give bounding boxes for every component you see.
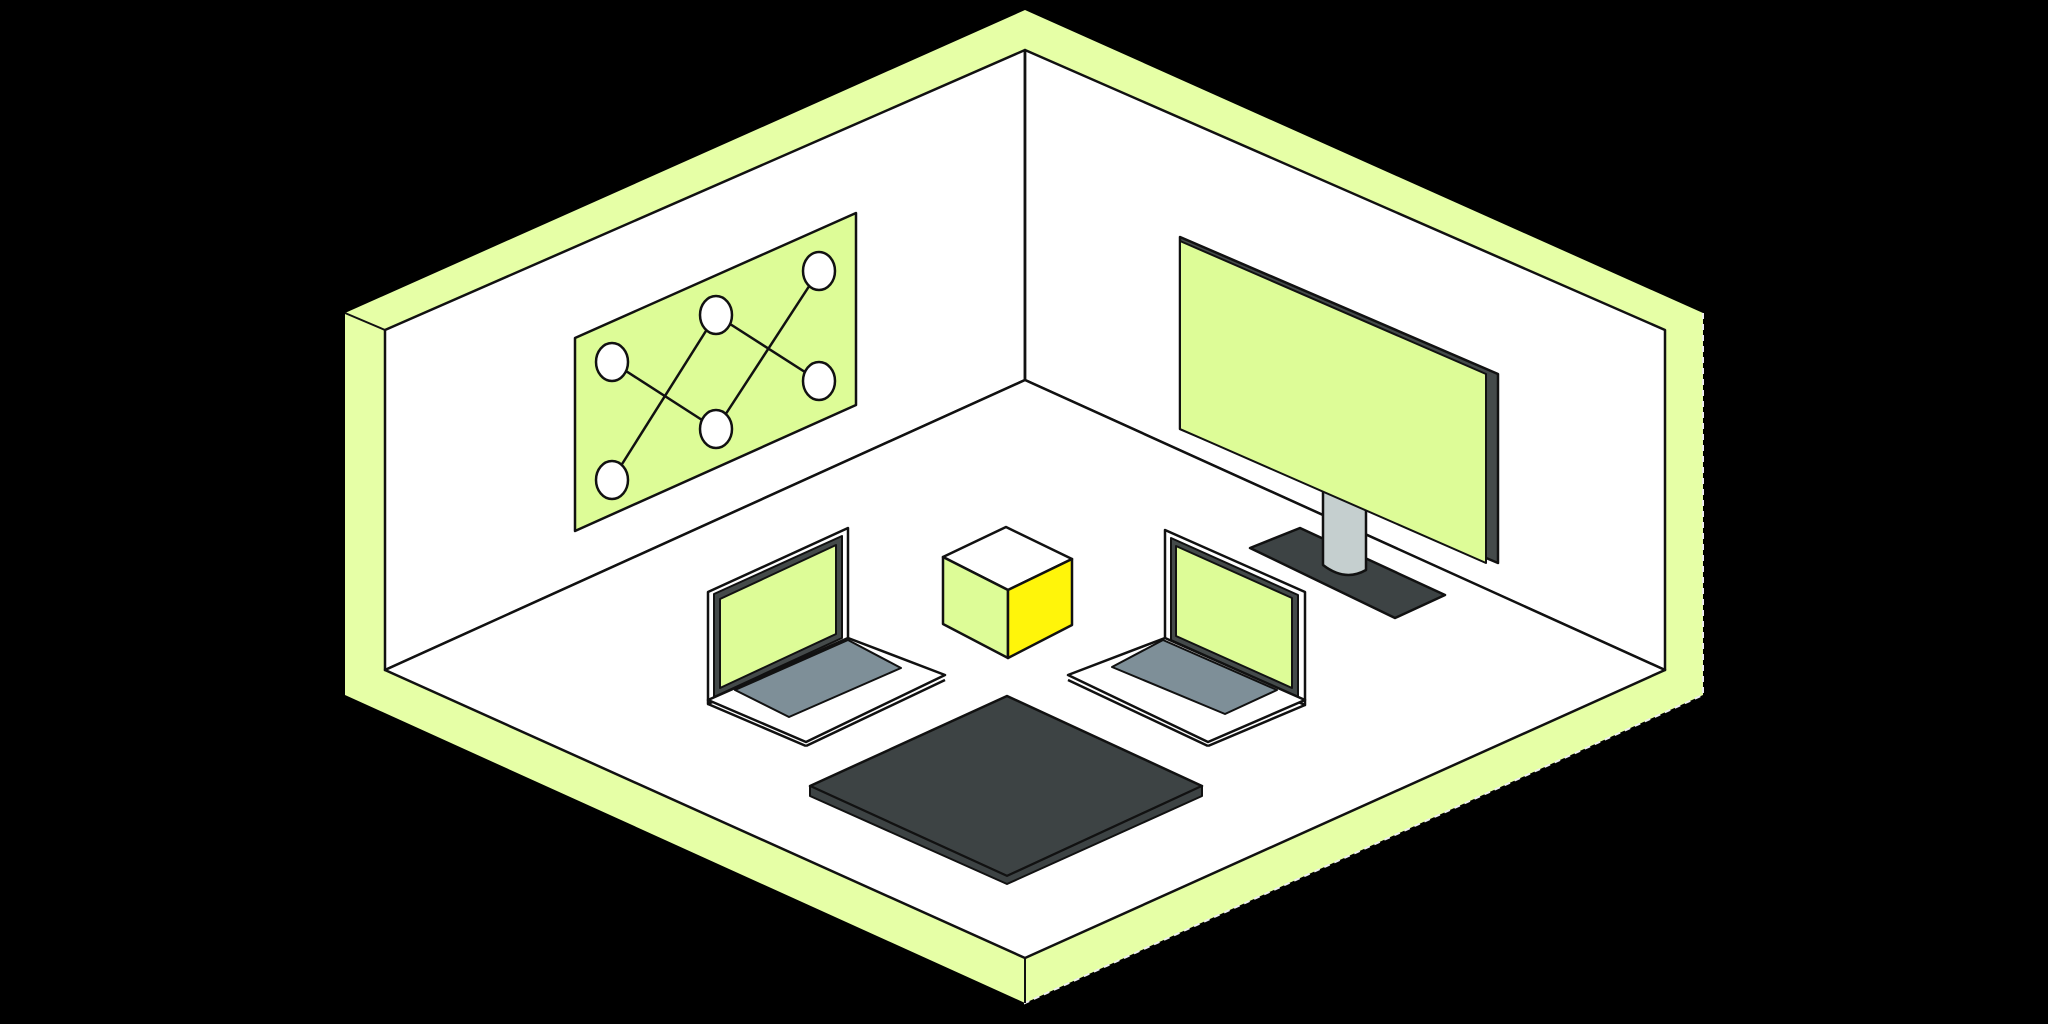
laptop-right-base-edge	[1207, 703, 1306, 748]
laptop-right-screen	[1175, 545, 1293, 689]
node-icon	[801, 360, 837, 402]
laptop-right-base-edge	[1067, 678, 1209, 748]
rim-left-edge	[344, 312, 386, 331]
poster-nodes	[594, 250, 837, 501]
cube-right-face	[1006, 557, 1074, 660]
monitor-screen	[1179, 240, 1487, 564]
floor-mat-edge	[809, 785, 1203, 885]
laptop-right-keyboard	[1111, 639, 1278, 715]
laptop-right	[1066, 528, 1307, 748]
cube	[941, 525, 1074, 660]
floor	[383, 378, 1667, 960]
network-diagram-poster	[573, 211, 858, 533]
node-icon	[801, 250, 837, 292]
node-icon	[594, 459, 630, 501]
node-icon	[698, 408, 734, 450]
node-icon	[698, 294, 734, 336]
poster-links	[610, 270, 821, 481]
laptop-left-base-edge	[707, 702, 807, 748]
laptop-left-screen	[719, 544, 837, 689]
poster-panel	[573, 211, 858, 533]
laptop-left	[706, 526, 947, 748]
laptop-left-keyboard	[734, 639, 902, 718]
node-icon	[594, 341, 630, 383]
laptop-left-base-edge	[805, 678, 946, 748]
wall-monitor	[1178, 235, 1500, 620]
floor-mat	[808, 694, 1204, 885]
